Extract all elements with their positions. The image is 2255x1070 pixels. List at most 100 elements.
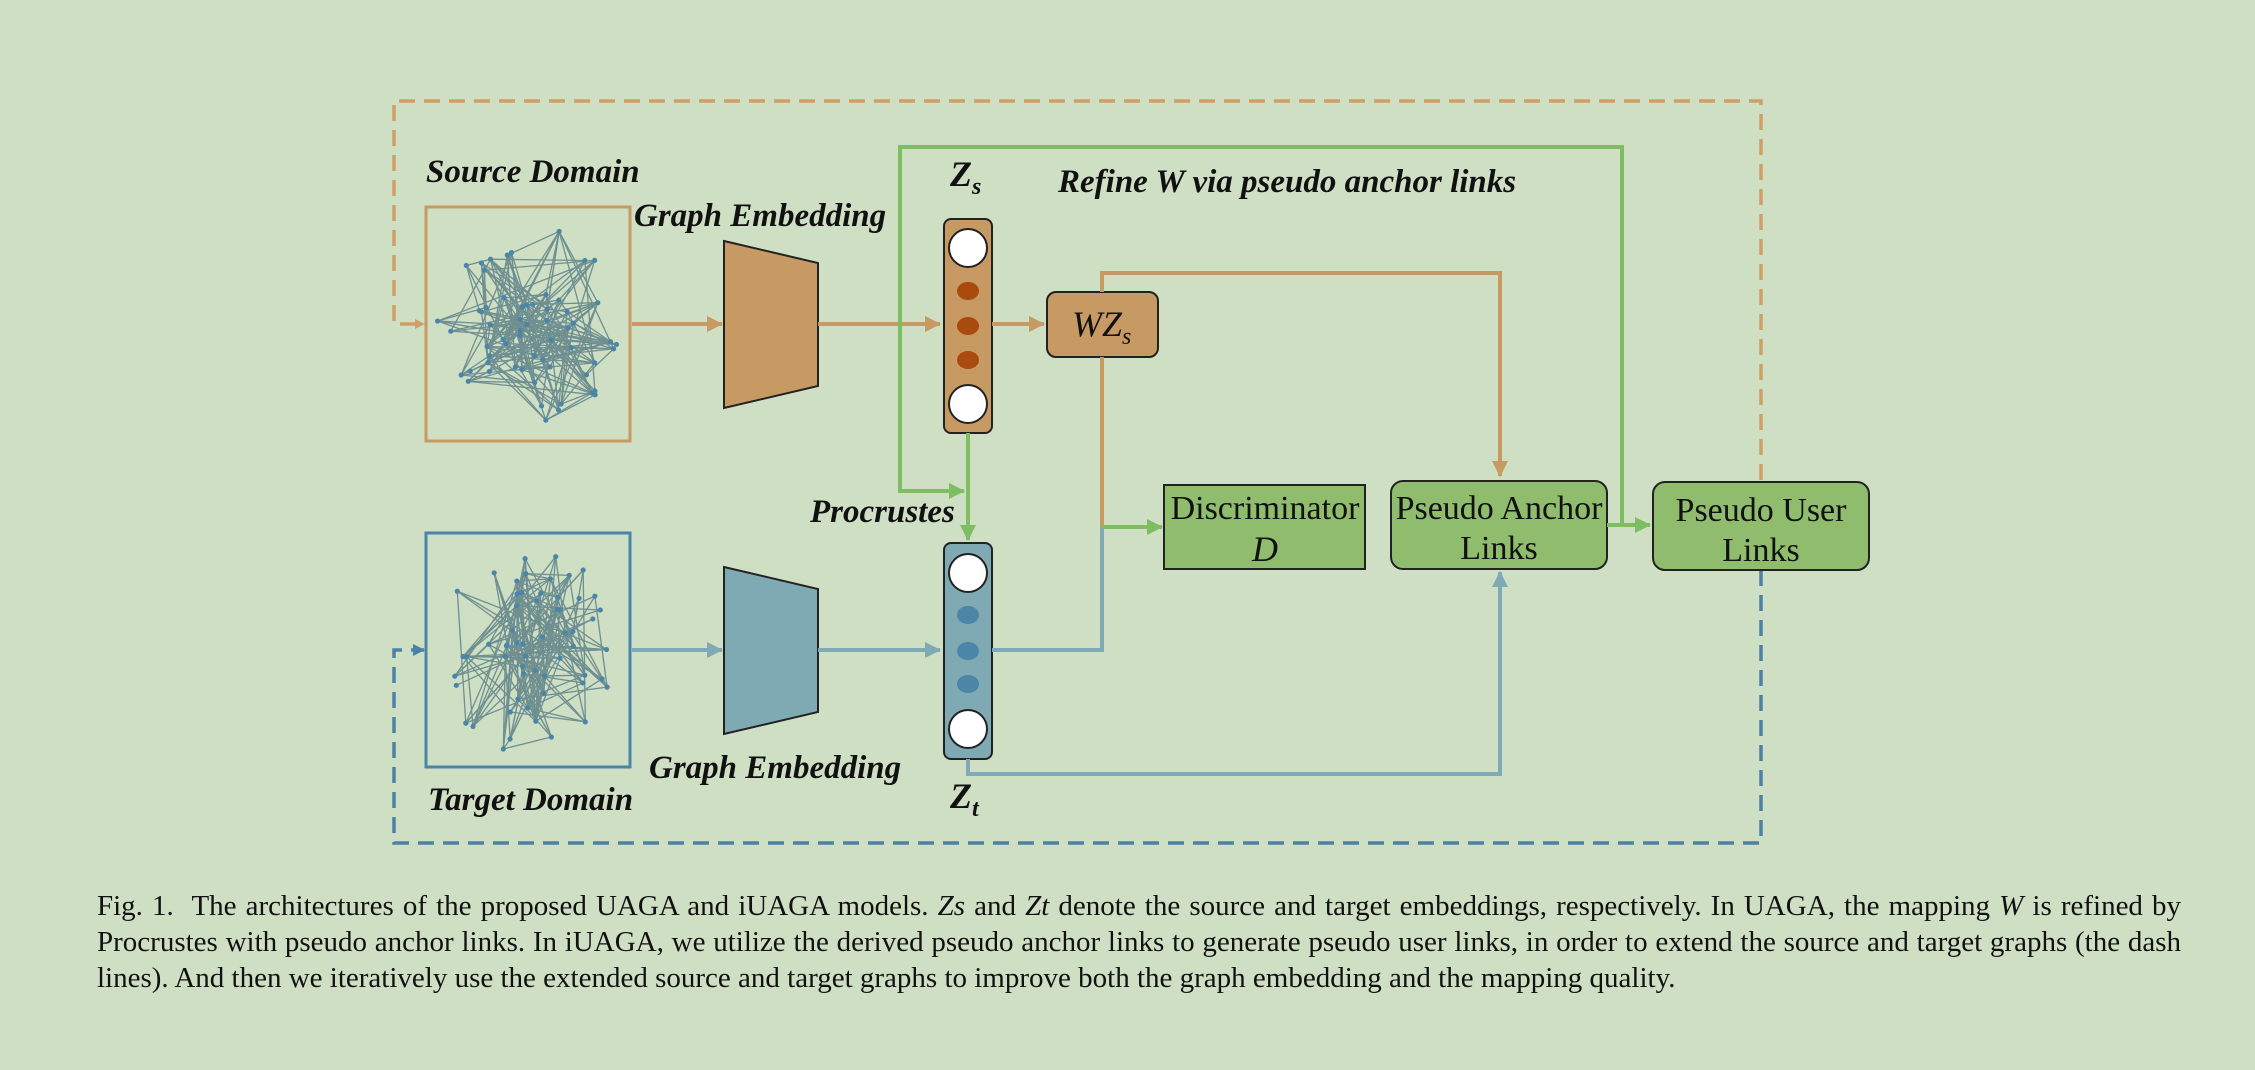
graph-node	[491, 570, 497, 576]
graph-edge	[516, 593, 608, 688]
graph-node	[520, 641, 526, 647]
graph-node	[500, 336, 506, 343]
graph-node	[533, 718, 539, 724]
graph-edge	[486, 304, 528, 348]
graph-edge	[525, 573, 551, 580]
graph-edge	[546, 231, 560, 310]
graph-edge	[472, 644, 508, 727]
graph-node	[487, 322, 493, 328]
graph-edge	[558, 231, 599, 304]
graph-node	[566, 572, 572, 578]
graph-edge	[516, 569, 584, 644]
graph-edge	[490, 302, 598, 326]
graph-edge	[516, 605, 608, 688]
graph-node	[543, 291, 549, 298]
graph-node	[517, 327, 523, 334]
graph-embedding-top-label: Graph Embedding	[634, 198, 886, 234]
refine-label: Refine W via pseudo anchor links	[1057, 164, 1516, 200]
graph-edge	[535, 597, 559, 722]
discriminator-box: Discriminator D	[1163, 484, 1366, 570]
graph-node	[517, 332, 523, 339]
graph-node	[434, 318, 441, 324]
graph-edge	[506, 254, 560, 411]
graph-edge	[462, 648, 607, 658]
graph-edge	[560, 323, 574, 405]
pseudo-anchor-links-box: Pseudo Anchor Links	[1390, 480, 1608, 570]
source-graph-embedding-encoder	[723, 239, 819, 410]
graph-node	[502, 653, 508, 660]
graph-node	[524, 302, 530, 308]
graph-edge	[527, 692, 545, 709]
graph-node	[522, 653, 529, 659]
graph-node	[580, 680, 586, 686]
graph-node	[481, 267, 487, 273]
zt-label: Zt	[949, 776, 980, 822]
graph-edge	[521, 591, 586, 676]
graph-node	[520, 663, 526, 670]
graph-embedding-bottom-label: Graph Embedding	[649, 750, 901, 786]
graph-node	[570, 320, 576, 326]
graph-edge	[535, 578, 552, 722]
graph-edge	[466, 655, 523, 668]
graph-node	[524, 321, 530, 328]
graph-edge	[486, 231, 560, 348]
graph-node	[532, 380, 538, 386]
graph-edge	[506, 644, 586, 723]
graph-edge	[516, 556, 557, 607]
caption-fig: Fig. 1.	[97, 890, 174, 922]
graph-node	[514, 603, 520, 609]
graph-node	[531, 353, 537, 359]
graph-node	[483, 304, 489, 311]
graph-edge	[466, 258, 491, 267]
graph-node	[534, 598, 540, 604]
graph-edge	[486, 346, 593, 394]
graph-edge	[527, 707, 586, 723]
graph-node	[558, 401, 564, 407]
target-graph-embedding-encoder	[723, 565, 819, 736]
graph-edge	[456, 590, 584, 684]
graph-node	[547, 364, 553, 370]
graph-edge	[466, 591, 523, 658]
graph-edge	[516, 580, 574, 647]
graph-node	[580, 567, 586, 573]
graph-node	[519, 367, 525, 373]
graph-edge	[456, 590, 603, 680]
graph-edge	[457, 590, 607, 651]
graph-edge	[490, 258, 548, 310]
graph-node	[568, 345, 574, 351]
graph-node	[478, 260, 485, 266]
graph-node	[484, 344, 490, 350]
architecture-diagram: WZs Discriminator D Pseudo Anchor Links …	[392, 99, 1870, 845]
graph-node	[532, 667, 538, 674]
graph-node	[521, 671, 527, 677]
source-domain-graph	[424, 205, 632, 443]
graph-edge	[456, 630, 574, 686]
graph-edge	[522, 259, 586, 308]
graph-node	[500, 746, 506, 752]
graph-edge	[507, 230, 560, 256]
graph-edge	[486, 324, 491, 347]
graph-edge	[542, 339, 552, 360]
graph-edge	[517, 673, 525, 700]
graph-node	[530, 301, 536, 307]
pseudo-user-label-1: Pseudo User	[1676, 492, 1848, 529]
graph-node	[519, 589, 525, 595]
zt-to-pseudo-anchor-arrow	[966, 571, 1508, 776]
graph-node	[548, 337, 554, 343]
graph-node	[597, 607, 603, 613]
graph-node	[476, 308, 482, 314]
graph-edge	[572, 322, 596, 364]
target-domain-label: Target Domain	[428, 782, 633, 818]
graph-node	[458, 372, 464, 378]
graph-edge	[534, 322, 574, 383]
graph-node	[508, 249, 515, 256]
graph-edge	[520, 334, 617, 346]
graph-edge	[465, 265, 551, 368]
pseudo-user-label-2: Links	[1722, 532, 1799, 569]
graph-node	[592, 593, 598, 599]
graph-edge	[486, 346, 559, 411]
graph-edge	[493, 572, 552, 738]
graph-edge	[560, 302, 599, 405]
svg-text:WZs: WZs	[1072, 304, 1131, 350]
graph-node	[544, 306, 550, 312]
